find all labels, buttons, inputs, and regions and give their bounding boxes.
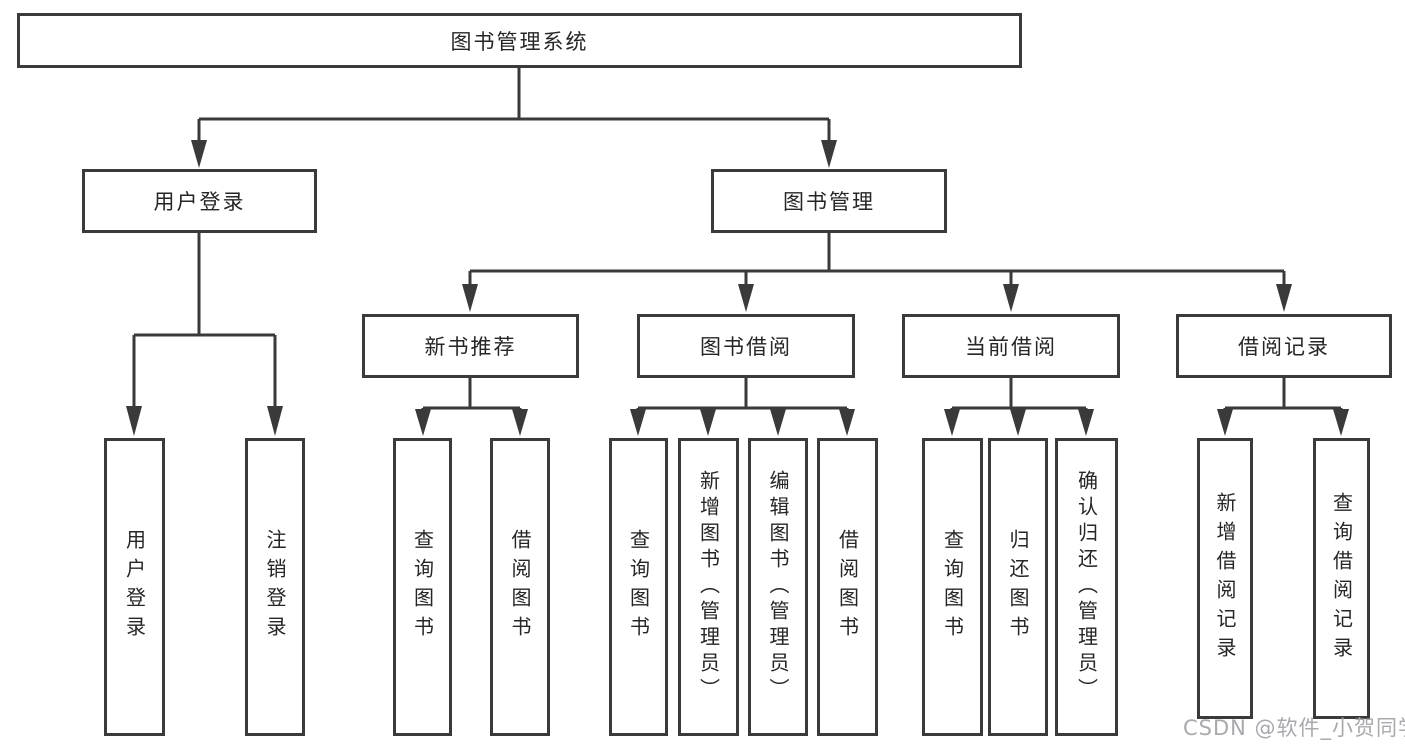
leaf-records-query-record: 查询借阅记录 [1313, 438, 1370, 719]
leaf-borrow-edit-books-admin: 编辑图书（管理员） [748, 438, 808, 736]
leaf-label: 借阅图书 [508, 529, 532, 645]
node-borrow-records: 借阅记录 [1176, 314, 1392, 378]
watermark: CSDN @软件_小贺同学 [1183, 716, 1405, 740]
leaf-label: 归还图书 [1006, 529, 1030, 645]
node-new-book-recommend: 新书推荐 [362, 314, 579, 378]
leaf-borrow-borrow-books: 借阅图书 [817, 438, 878, 736]
leaf-current-confirm-return-admin: 确认归还（管理员） [1055, 438, 1118, 736]
leaf-label: 借阅图书 [835, 529, 860, 645]
leaf-logout: 注销登录 [245, 438, 305, 736]
leaf-records-add-record: 新增借阅记录 [1197, 438, 1253, 719]
node-book-borrowing: 图书借阅 [637, 314, 855, 378]
leaf-borrow-query-books: 查询图书 [609, 438, 668, 736]
leaf-label: 用户登录 [122, 529, 147, 645]
leaf-label: 新增借阅记录 [1213, 491, 1237, 666]
leaf-label: 查询图书 [410, 529, 435, 645]
leaf-current-return-books: 归还图书 [988, 438, 1048, 736]
leaf-label: 编辑图书（管理员） [766, 470, 790, 704]
leaf-borrow-add-books-admin: 新增图书（管理员） [678, 438, 739, 736]
node-user-login: 用户登录 [82, 169, 317, 233]
leaf-current-query-books: 查询图书 [922, 438, 983, 736]
node-book-management: 图书管理 [711, 169, 947, 233]
leaf-label: 确认归还（管理员） [1074, 470, 1099, 704]
node-current-borrowing: 当前借阅 [902, 314, 1120, 378]
leaf-newbook-query-books: 查询图书 [393, 438, 452, 736]
leaf-label: 新增图书（管理员） [696, 470, 721, 704]
leaf-label: 查询图书 [940, 529, 965, 645]
leaf-newbook-borrow-books: 借阅图书 [490, 438, 550, 736]
leaf-label: 注销登录 [263, 529, 287, 645]
leaf-user-login: 用户登录 [104, 438, 165, 736]
leaf-label: 查询借阅记录 [1329, 491, 1354, 666]
node-root: 图书管理系统 [17, 13, 1022, 68]
leaf-label: 查询图书 [626, 529, 651, 645]
